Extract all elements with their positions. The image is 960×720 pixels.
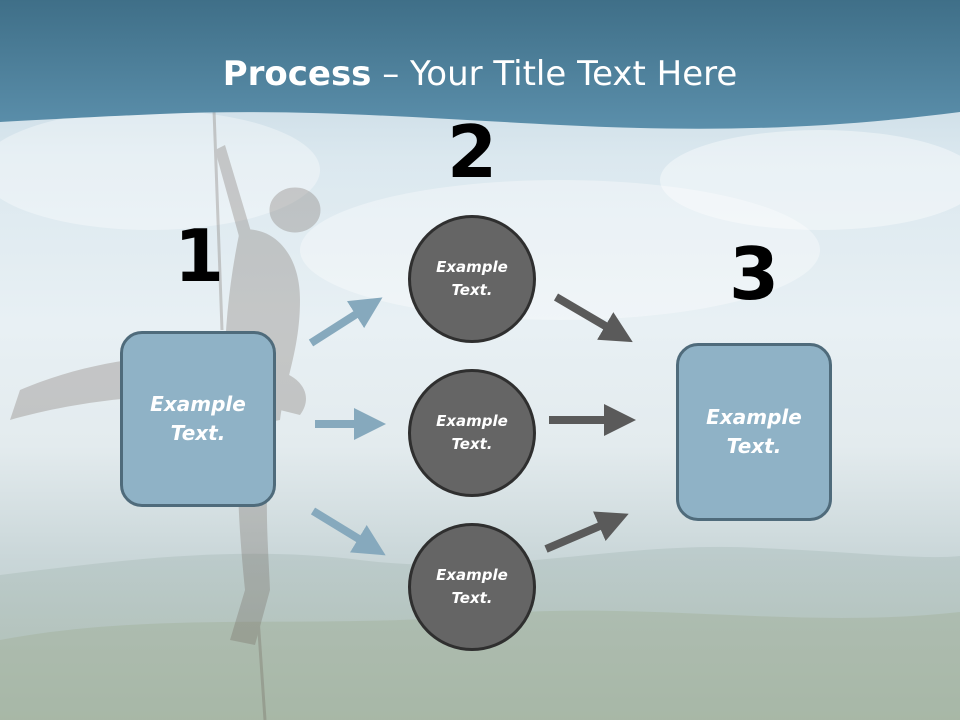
middle-process-circle: Example Text. [408, 369, 536, 497]
cloud-shape [660, 130, 960, 230]
hills-shape [0, 610, 960, 720]
left-process-box: Example Text. [120, 331, 276, 507]
step-number-1: 1 [173, 214, 225, 298]
title-bold: Process [222, 54, 372, 94]
step-number-2: 2 [446, 110, 498, 194]
arrow-top-circle-to-box [553, 293, 633, 343]
bottom-process-circle: Example Text. [408, 523, 536, 651]
arrow-bottom-circle-to-box [544, 511, 629, 553]
arrow-box-to-bottom-circle [310, 507, 386, 556]
cloud-shape [0, 110, 320, 230]
arrow-box-to-top-circle [308, 297, 383, 347]
right-process-box: Example Text. [676, 343, 832, 521]
top-process-circle: Example Text. [408, 215, 536, 343]
title-rest: – Your Title Text Here [371, 54, 738, 94]
header-band [0, 0, 960, 129]
slide-title: Process – Your Title Text Here [0, 52, 960, 96]
step-number-3: 3 [728, 232, 780, 316]
